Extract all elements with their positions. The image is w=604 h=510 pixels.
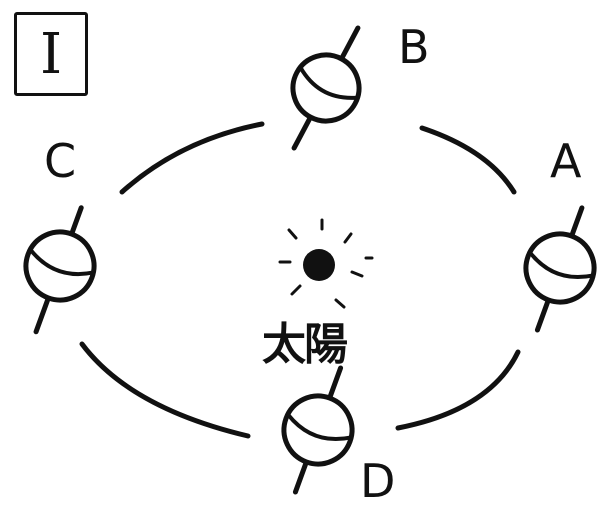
orbit-arc-top-left <box>119 121 265 195</box>
orbit-arc-bottom-right <box>395 349 521 431</box>
panel-frame <box>14 12 88 96</box>
position-label-D: D <box>360 454 396 508</box>
position-label-A: A <box>550 134 582 188</box>
orbit-arc-top-right <box>419 125 517 195</box>
position-label-C: C <box>44 134 77 188</box>
earth-A-icon <box>523 205 597 333</box>
earth-C-icon <box>23 205 97 335</box>
position-label-B: B <box>398 20 430 74</box>
panel-label: Ⅰ <box>39 21 63 87</box>
earth-D-icon <box>281 365 355 495</box>
sun-label: 太陽 <box>262 319 348 370</box>
orbit-arc-bottom-left <box>79 341 251 439</box>
sun-icon <box>278 218 374 309</box>
earth-B-icon <box>290 25 362 151</box>
